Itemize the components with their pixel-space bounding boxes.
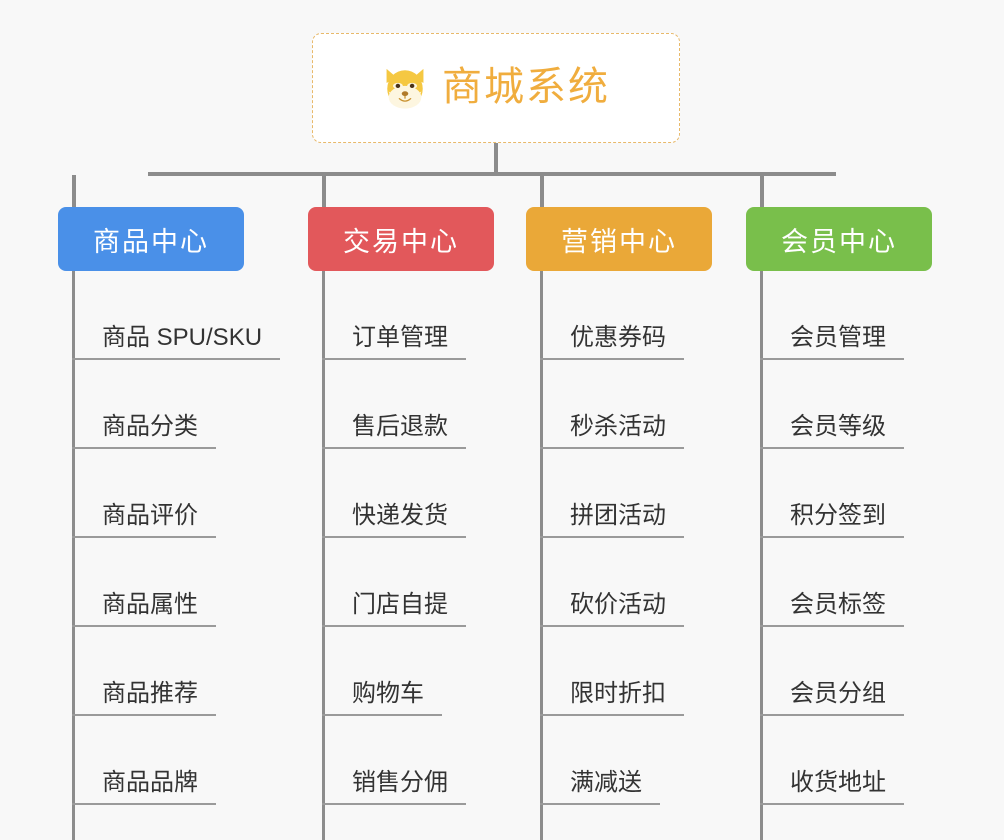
- branch-drop-connector: [760, 175, 764, 209]
- list-item[interactable]: 快递发货: [322, 449, 466, 538]
- branch-spine: [540, 271, 543, 840]
- list-item[interactable]: 收货地址: [760, 716, 904, 805]
- list-item[interactable]: 购物车: [322, 627, 466, 716]
- branch-spine: [322, 271, 325, 840]
- child-label: 购物车: [322, 680, 442, 716]
- child-label: 售后退款: [322, 413, 466, 449]
- branch-drop-connector: [72, 175, 76, 209]
- list-item[interactable]: 门店自提: [322, 538, 466, 627]
- child-label: 拼团活动: [540, 502, 684, 538]
- child-label: 商品评价: [72, 502, 216, 538]
- list-item[interactable]: 商品品牌: [72, 716, 280, 805]
- root-stem-connector: [494, 143, 498, 175]
- child-label: 会员管理: [760, 324, 904, 360]
- shiba-dog-face-icon: [386, 68, 424, 109]
- child-label: 限时折扣: [540, 680, 684, 716]
- child-label: 门店自提: [322, 591, 466, 627]
- branch-head-营销中心[interactable]: 营销中心: [526, 207, 712, 271]
- list-item[interactable]: 商品分类: [72, 360, 280, 449]
- list-item[interactable]: 积分签到: [760, 449, 904, 538]
- child-label: 收货地址: [760, 769, 904, 805]
- list-item[interactable]: 销售分佣: [322, 716, 466, 805]
- child-list: 优惠券码 秒杀活动 拼团活动 砍价活动 限时折扣 满减送: [540, 271, 684, 805]
- child-label: 满减送: [540, 769, 660, 805]
- list-item[interactable]: 售后退款: [322, 360, 466, 449]
- child-label: 商品分类: [72, 413, 216, 449]
- list-item[interactable]: 优惠券码: [540, 271, 684, 360]
- list-item[interactable]: 会员管理: [760, 271, 904, 360]
- child-label: 积分签到: [760, 502, 904, 538]
- branch-head-会员中心[interactable]: 会员中心: [746, 207, 932, 271]
- branch-spine: [72, 271, 75, 840]
- branch-head-商品中心[interactable]: 商品中心: [58, 207, 244, 271]
- child-label: 会员分组: [760, 680, 904, 716]
- child-label: 销售分佣: [322, 769, 466, 805]
- branch-head-交易中心[interactable]: 交易中心: [308, 207, 494, 271]
- root-node[interactable]: 商城系统: [312, 33, 680, 143]
- list-item[interactable]: 商品推荐: [72, 627, 280, 716]
- branch-rail-connector: [148, 172, 836, 176]
- list-item[interactable]: 商品 SPU/SKU: [72, 271, 281, 360]
- list-item[interactable]: 订单管理: [322, 271, 466, 360]
- list-item[interactable]: 拼团活动: [540, 449, 684, 538]
- child-label: 快递发货: [322, 502, 466, 538]
- list-item[interactable]: 限时折扣: [540, 627, 684, 716]
- list-item[interactable]: 会员等级: [760, 360, 904, 449]
- list-item[interactable]: 商品属性: [72, 538, 280, 627]
- child-label: 砍价活动: [540, 591, 684, 627]
- branch-drop-connector: [540, 175, 544, 209]
- list-item[interactable]: 满减送: [540, 716, 684, 805]
- list-item[interactable]: 会员标签: [760, 538, 904, 627]
- list-item[interactable]: 秒杀活动: [540, 360, 684, 449]
- branch-spine: [760, 271, 763, 840]
- child-list: 订单管理 售后退款 快递发货 门店自提 购物车 销售分佣: [322, 271, 466, 805]
- child-label: 优惠券码: [540, 324, 684, 360]
- root-title: 商城系统: [442, 64, 610, 109]
- child-label: 秒杀活动: [540, 413, 684, 449]
- child-label: 商品属性: [72, 591, 216, 627]
- child-list: 会员管理 会员等级 积分签到 会员标签 会员分组 收货地址: [760, 271, 904, 805]
- child-label: 商品 SPU/SKU: [72, 324, 281, 360]
- list-item[interactable]: 商品评价: [72, 449, 280, 538]
- child-label: 会员标签: [760, 591, 904, 627]
- child-label: 会员等级: [760, 413, 904, 449]
- child-label: 订单管理: [322, 324, 466, 360]
- child-label: 商品品牌: [72, 769, 216, 805]
- child-label: 商品推荐: [72, 680, 216, 716]
- list-item[interactable]: 会员分组: [760, 627, 904, 716]
- list-item[interactable]: 砍价活动: [540, 538, 684, 627]
- branch-drop-connector: [322, 175, 326, 209]
- child-list: 商品 SPU/SKU 商品分类 商品评价 商品属性 商品推荐 商品品牌: [72, 271, 281, 805]
